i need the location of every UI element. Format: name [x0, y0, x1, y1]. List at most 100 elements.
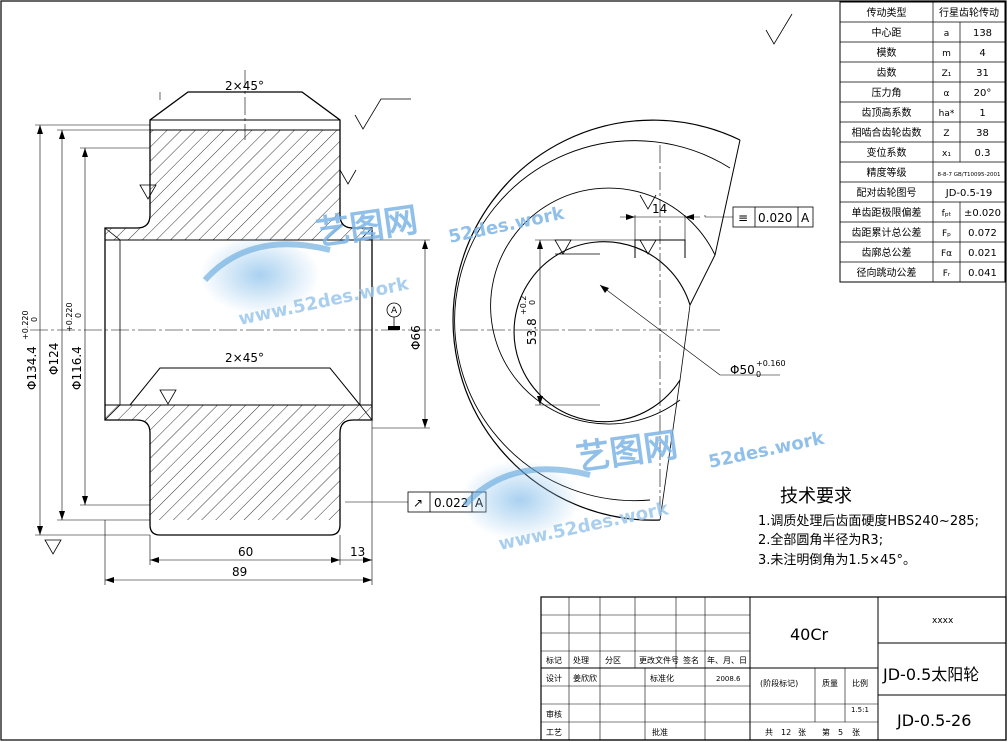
- param-symbol: α: [944, 89, 950, 99]
- dim-hub: Φ124: [47, 343, 61, 375]
- param-name: 齿数: [877, 66, 897, 79]
- dim-arc-tol-up: +0.160: [756, 359, 786, 368]
- note-2: 2.全部圆角半径为R3;: [758, 532, 883, 548]
- tb-doc: 更改文件号: [639, 655, 679, 665]
- param-symbol: Fᵣ: [943, 269, 951, 279]
- watermark-url: 52des.work: [447, 203, 567, 248]
- param-symbol: m: [942, 49, 951, 59]
- param-name: 传动类型: [867, 6, 907, 19]
- end-view-texts: 14 53.8 +0.2 0 Φ50 +0.160 0: [519, 202, 786, 379]
- param-value: 8-8-7 GB/T10095-2001: [938, 172, 1001, 178]
- technical-requirements: 技术要求 1.调质处理后齿面硬度HBS240~285; 2.全部圆角半径为R3;…: [758, 486, 979, 568]
- dim-89: 89: [232, 565, 247, 579]
- tb-designer: 姜欣欣: [573, 673, 597, 683]
- end-view-arrows: [537, 214, 694, 405]
- tb-approve: 批准: [652, 727, 668, 737]
- dim-od-tol-lo: 0: [30, 317, 39, 322]
- dimension-lines-left: [35, 91, 430, 585]
- dim-60: 60: [238, 545, 253, 559]
- tb-sign: 签名: [683, 655, 699, 665]
- param-symbol: Z₁: [942, 69, 952, 79]
- tb-weight: 质量: [822, 678, 838, 688]
- title-block-texts: 标记 处理 分区 更改文件号 签名 年、月、日 设计 姜欣欣 标准化 2008.…: [546, 616, 979, 737]
- param-symbol: Fₚ: [942, 229, 951, 239]
- tb-count: 处理: [573, 655, 589, 665]
- param-value: 0.072: [968, 228, 997, 239]
- param-value: 138: [973, 28, 992, 39]
- param-value: 行星齿轮传动: [939, 6, 999, 19]
- param-name: 齿顶高系数: [862, 106, 912, 119]
- param-value: 1: [979, 108, 985, 119]
- tf2-value: 0.022: [434, 496, 468, 510]
- title-block: [540, 596, 1007, 741]
- arrow-heads: [37, 125, 428, 583]
- tb-design: 设计: [546, 673, 562, 683]
- tf1-value: 0.020: [758, 211, 792, 225]
- param-name: 单齿距极限偏差: [852, 206, 922, 219]
- tb-sheet: 张: [852, 728, 860, 737]
- tb-total: 共: [765, 728, 773, 737]
- tb-zone: 分区: [605, 656, 621, 665]
- tb-sheets: 张: [798, 728, 806, 737]
- tb-mark: 标记: [546, 655, 562, 665]
- datum-label: A: [391, 306, 398, 316]
- tb-material: 40Cr: [790, 625, 829, 644]
- notes-title: 技术要求: [780, 486, 852, 507]
- tb-stage: (阶段标记): [760, 678, 798, 688]
- tb-scale-val: 1.5:1: [851, 706, 869, 714]
- tb-no: 第: [822, 727, 830, 737]
- param-value: 0.021: [968, 248, 997, 259]
- param-symbol: fₚₜ: [942, 209, 952, 219]
- dim-arc: Φ50: [730, 363, 755, 377]
- param-value: 0.041: [968, 268, 997, 279]
- param-symbol: a: [944, 29, 950, 39]
- tb-date-val: 2008.6: [716, 675, 741, 683]
- param-value: 20°: [974, 88, 992, 99]
- param-name: 齿廓总公差: [862, 246, 912, 259]
- dim-od: Φ134.4: [25, 346, 39, 390]
- dim-od-tol-up: +0.220: [21, 310, 30, 340]
- dim-keyway-tol-lo: 0: [528, 300, 537, 305]
- param-value: 38: [976, 128, 989, 139]
- param-value: 4: [979, 48, 985, 59]
- param-value: ±0.020: [964, 208, 1001, 219]
- param-value: 0.3: [975, 148, 991, 159]
- watermark-brand: 艺图网: [574, 425, 681, 479]
- section-view: [30, 70, 440, 536]
- dim-13: 13: [350, 545, 365, 559]
- dim-keyway-width: 14: [652, 202, 667, 216]
- param-name: 齿距累计总公差: [852, 226, 922, 239]
- param-name: 精度等级: [867, 166, 907, 179]
- dim-root: Φ116.4: [70, 346, 84, 390]
- param-name: 配对齿轮图号: [857, 186, 917, 199]
- param-name: 相啮合齿轮齿数: [852, 126, 922, 139]
- param-name: 模数: [877, 46, 897, 59]
- dim-root-tol-up: +0.220: [65, 302, 74, 332]
- dim-keyway-depth: 53.8: [525, 318, 539, 345]
- dim-bore: Φ66: [409, 325, 423, 350]
- param-name: 变位系数: [867, 146, 907, 159]
- tb-review: 审核: [546, 709, 562, 719]
- param-symbol: Z: [943, 129, 949, 139]
- param-symbol: Fα: [941, 249, 952, 259]
- tolerance-frame-symmetry: ≡ 0.020 A: [704, 206, 814, 228]
- dim-chamfer-mid: 2×45°: [225, 351, 264, 365]
- tb-total-n: 12: [781, 728, 791, 737]
- dim-root-tol-lo: 0: [74, 313, 83, 318]
- dim-arc-tol-lo: 0: [756, 370, 761, 379]
- dim-keyway-tol-up: +0.2: [519, 296, 528, 315]
- dim-chamfer-top: 2×45°: [225, 79, 264, 93]
- param-name: 径向跳动公差: [857, 266, 917, 279]
- tb-date: 年、月、日: [707, 655, 747, 665]
- datum-a: A: [386, 302, 402, 330]
- note-3: 3.未注明倒角为1.5×45°。: [758, 553, 916, 568]
- tb-scale: 比例: [852, 678, 868, 688]
- param-name: 中心距: [872, 26, 902, 39]
- tf1-symbol: ≡: [738, 211, 748, 225]
- note-1: 1.调质处理后齿面硬度HBS240~285;: [758, 513, 979, 529]
- param-value: JD-0.5-19: [945, 188, 993, 199]
- param-name: 压力角: [872, 86, 902, 99]
- tf1-datum: A: [801, 211, 810, 225]
